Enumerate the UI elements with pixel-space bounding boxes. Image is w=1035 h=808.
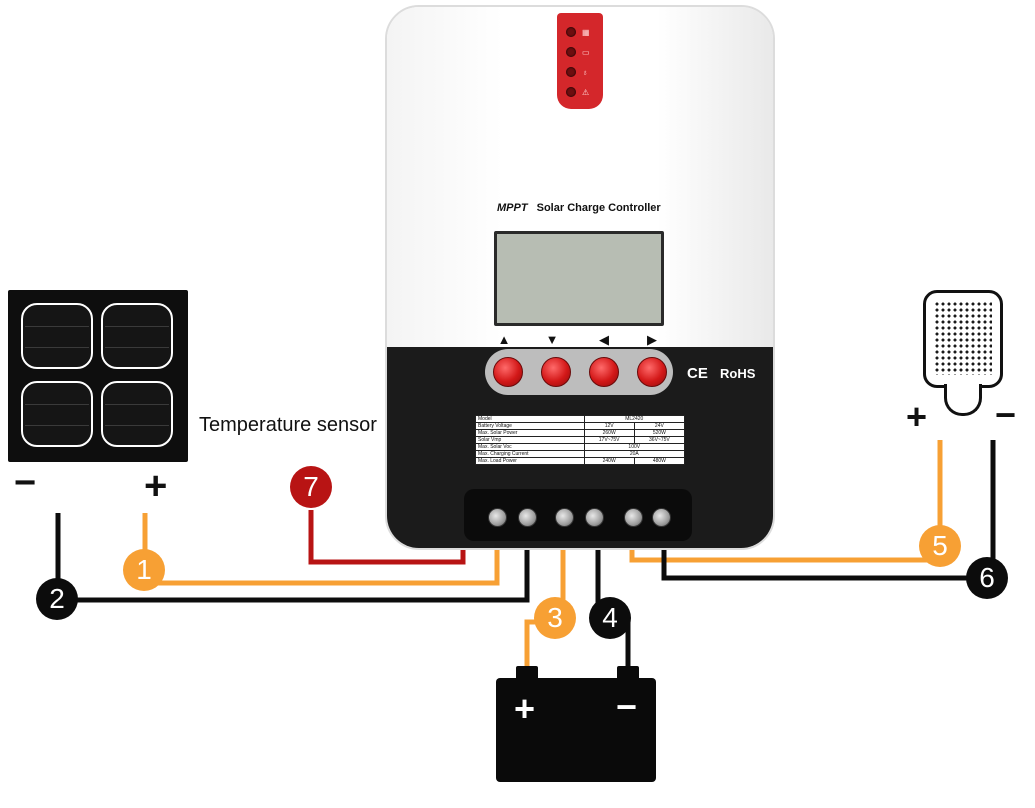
terminal-battery-positive [555,508,574,527]
terminal-battery-negative [585,508,604,527]
badge-5: 5 [919,525,961,567]
solar-cell [101,381,173,447]
spec-cell: Model [475,415,585,423]
badge-4: 4 [589,597,631,639]
wire-2-solar-negative [55,513,530,603]
terminal-load-positive [624,508,643,527]
solar-status-led [566,27,576,37]
charge-controller: ▦ ▭ ♁ ⚠ MPPT Solar Charge Controller ▲ ▼… [385,5,775,550]
down-arrow-icon: ▼ [545,332,559,347]
warning-icon: ⚠ [582,88,590,97]
spec-row: Max. Solar Power 260W 520W [475,429,686,437]
spec-cell: 100V [583,443,686,451]
solar-positive-sign: + [144,464,168,508]
left-button[interactable] [589,357,619,387]
spec-cell: 240W [583,457,635,465]
spec-row: Battery Voltage 12V 24V [475,422,686,430]
terminal-solar-positive [488,508,507,527]
battery-positive-post [516,666,538,680]
rohs-mark: RoHS [720,366,756,381]
solar-panel-icon: ▦ [582,28,590,37]
wire-6-load-negative [661,440,996,581]
spec-cell: 260W [583,429,635,437]
wire-7-sensor [308,510,466,565]
button-panel [485,349,673,395]
spec-table: Model ML2420 Battery Voltage 12V 24V Max… [475,415,686,465]
solar-cell [21,381,93,447]
spec-cell: 480W [633,457,686,465]
spec-row: Model ML2420 [475,415,686,423]
spec-row: Max. Solar Voc 100V [475,443,686,451]
battery-negative-post [617,666,639,680]
badge-6: 6 [966,557,1008,599]
ce-mark: CE [687,365,708,382]
spec-cell: 20A [583,450,686,458]
spec-cell: 36V~75V [633,436,686,444]
badge-7: 7 [290,466,332,508]
up-arrow-icon: ▲ [497,332,511,347]
load-positive-sign: + [906,396,928,437]
badge-2: 2 [36,578,78,620]
right-arrow-icon: ▶ [647,332,657,347]
down-button[interactable] [541,357,571,387]
product-label: Solar Charge Controller [536,202,661,214]
led-lamp-load [923,290,1003,388]
spec-cell: 520W [633,429,686,437]
temperature-sensor-label: Temperature sensor [199,414,377,436]
spec-cell: Battery Voltage [475,422,585,430]
left-arrow-icon: ◀ [599,332,609,347]
lamp-base [944,384,982,416]
controller-title: MPPT Solar Charge Controller [497,202,661,214]
battery-negative-sign: − [616,686,638,727]
load-negative-sign: − [995,394,1017,435]
spec-cell: Max. Load Power [475,457,585,465]
wire-1-solar-positive [142,513,500,586]
terminal-solar-negative [518,508,537,527]
spec-cell: 12V [583,422,635,430]
solar-cell [101,303,173,369]
battery-status-led [566,47,576,57]
solar-negative-sign: − [14,462,37,504]
spec-cell: Max. Solar Voc [475,443,585,451]
lcd-display [494,231,664,326]
load-status-led [566,67,576,77]
terminal-load-negative [652,508,671,527]
solar-panel [8,290,188,462]
spec-cell: 17V~75V [583,436,635,444]
up-button[interactable] [493,357,523,387]
badge-3: 3 [534,597,576,639]
spec-cell: Solar Vmp [475,436,585,444]
status-led-strip: ▦ ▭ ♁ ⚠ [557,13,603,109]
solar-cell [21,303,93,369]
right-button[interactable] [637,357,667,387]
battery-icon: ▭ [582,48,590,57]
spec-row: Max. Charging Current 20A [475,450,686,458]
spec-cell: 24V [633,422,686,430]
led-grid [934,301,992,375]
battery: + − [496,678,656,782]
fault-status-led [566,87,576,97]
battery-positive-sign: + [514,688,536,729]
spec-cell: Max. Charging Current [475,450,585,458]
spec-cell: ML2420 [583,415,686,423]
brand-label: MPPT [497,202,528,214]
spec-row: Max. Load Power 240W 480W [475,457,686,465]
spec-row: Solar Vmp 17V~75V 36V~75V [475,436,686,444]
spec-cell: Max. Solar Power [475,429,585,437]
badge-1: 1 [123,549,165,591]
bulb-icon: ♁ [582,68,588,77]
